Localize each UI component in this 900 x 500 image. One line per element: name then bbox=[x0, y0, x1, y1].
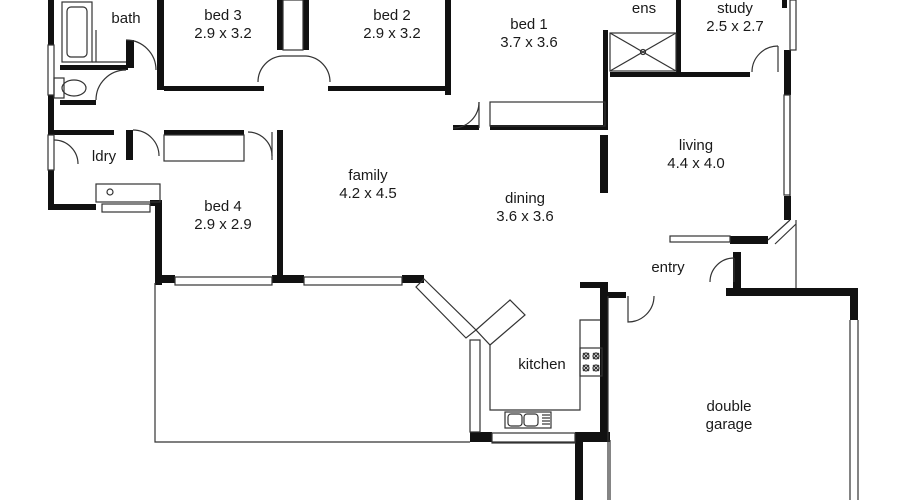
room-name: study bbox=[717, 0, 753, 17]
room-label-bed3: bed 3 2.9 x 3.2 bbox=[194, 7, 252, 43]
room-label-living: living 4.4 x 4.0 bbox=[667, 137, 725, 173]
room-dims: 2.9 x 3.2 bbox=[194, 25, 252, 42]
room-dims: 2.9 x 3.2 bbox=[363, 25, 421, 42]
room-label-entry: entry bbox=[651, 259, 684, 277]
room-label-bed2: bed 2 2.9 x 3.2 bbox=[363, 7, 421, 43]
room-name: double bbox=[706, 398, 752, 415]
room-name: bed 1 bbox=[510, 16, 548, 33]
room-label-bath: bath bbox=[111, 10, 140, 28]
room-name: bed 2 bbox=[373, 7, 411, 24]
room-name-line2: garage bbox=[705, 416, 753, 433]
room-name: entry bbox=[651, 259, 685, 276]
room-dims: 2.5 x 2.7 bbox=[706, 18, 764, 35]
room-name: bath bbox=[111, 10, 141, 27]
room-label-dining: dining 3.6 x 3.6 bbox=[496, 190, 554, 226]
room-name: kitchen bbox=[518, 356, 566, 373]
room-name: ens bbox=[631, 0, 657, 17]
room-dims: 3.7 x 3.6 bbox=[500, 34, 558, 51]
room-name: living bbox=[678, 137, 714, 154]
thick-walls bbox=[48, 0, 858, 500]
room-dims: 4.4 x 4.0 bbox=[667, 155, 725, 172]
room-name: family bbox=[348, 167, 388, 184]
room-name: ldry bbox=[91, 148, 117, 165]
room-label-garage: double garage bbox=[706, 398, 753, 434]
room-label-family: family 4.2 x 4.5 bbox=[339, 167, 397, 203]
room-label-study: study 2.5 x 2.7 bbox=[706, 0, 764, 36]
room-name: bed 3 bbox=[204, 7, 242, 24]
room-name: bed 4 bbox=[204, 198, 242, 215]
room-label-ldry: ldry bbox=[92, 148, 116, 166]
room-dims: 2.9 x 2.9 bbox=[194, 216, 252, 233]
room-dims: 3.6 x 3.6 bbox=[496, 208, 554, 225]
room-name: dining bbox=[504, 190, 546, 207]
thin-lines bbox=[47, 0, 859, 500]
room-label-kitchen: kitchen bbox=[518, 356, 566, 374]
room-label-bed1: bed 1 3.7 x 3.6 bbox=[500, 16, 558, 52]
room-dims: 4.2 x 4.5 bbox=[339, 185, 397, 202]
room-label-ens: ens bbox=[632, 0, 656, 18]
room-label-bed4: bed 4 2.9 x 2.9 bbox=[194, 198, 252, 234]
